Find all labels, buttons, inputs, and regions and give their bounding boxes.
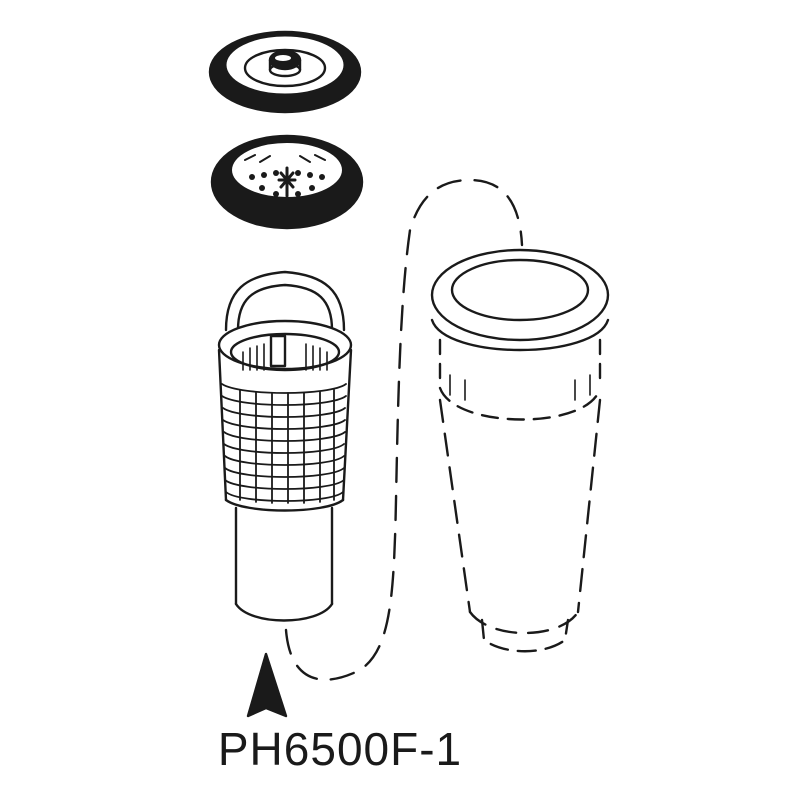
mounting-body [430,248,610,653]
arrow-up-icon [246,652,288,718]
part-number-label: PH6500F-1 [217,723,463,775]
flange-strainer [210,134,364,230]
stopper [208,30,362,114]
assembly-path [284,178,524,681]
strainer-basket [217,270,353,622]
